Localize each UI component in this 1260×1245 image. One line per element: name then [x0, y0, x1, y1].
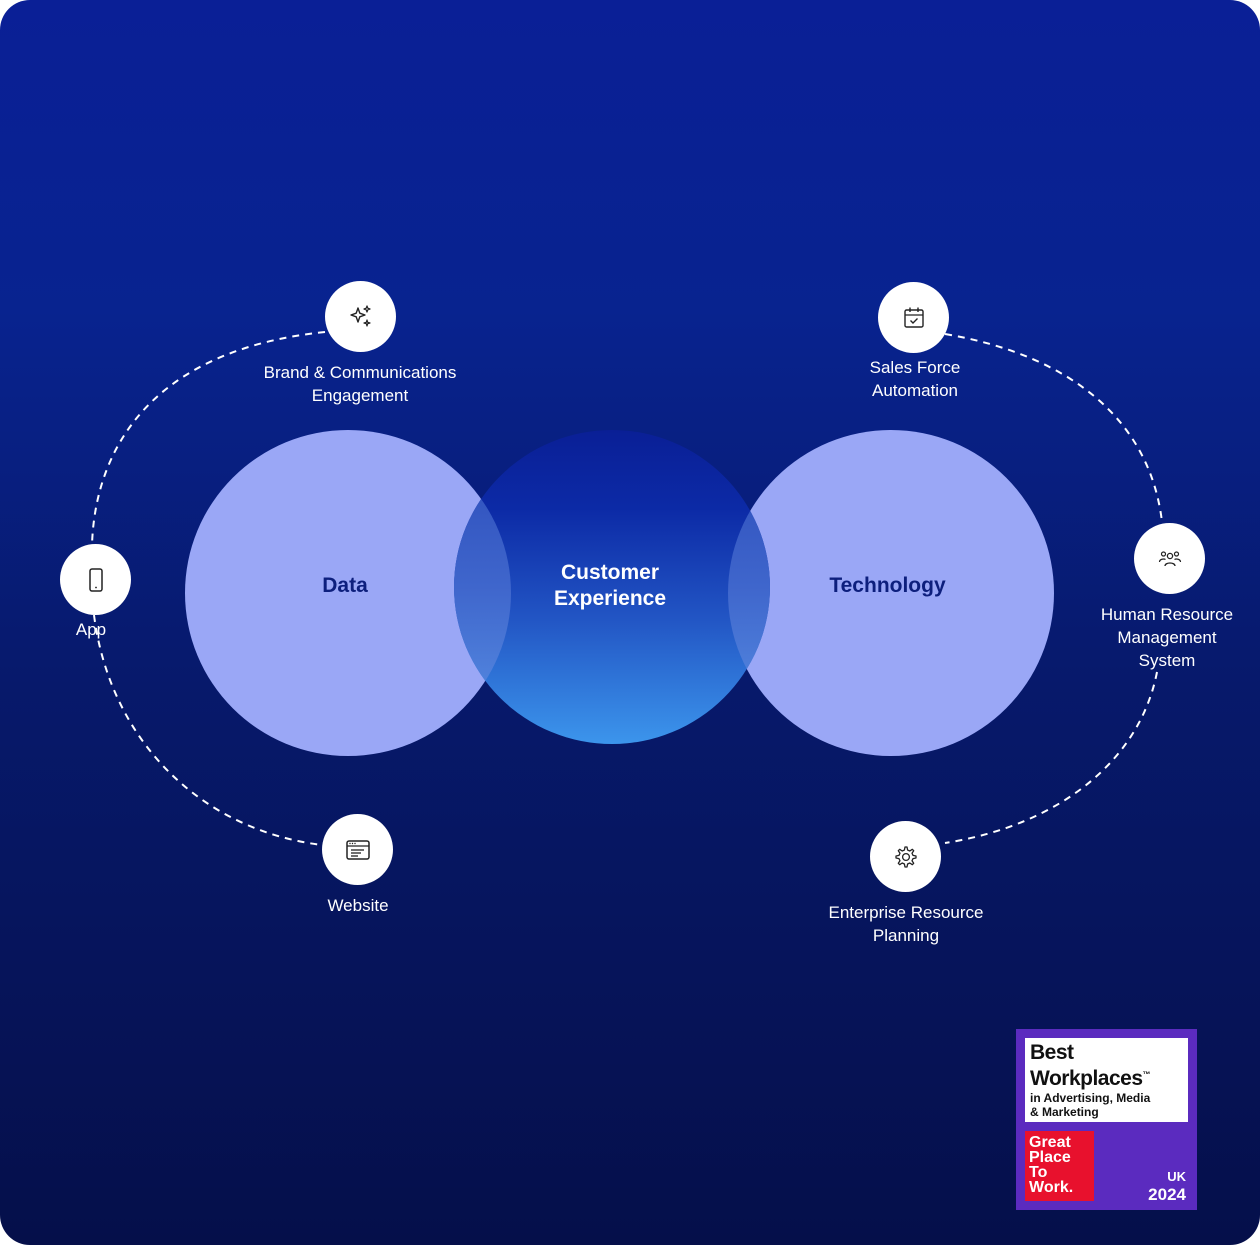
badge-workplaces-text: Workplaces	[1030, 1067, 1143, 1090]
data-label: Data	[322, 574, 368, 597]
gear-icon	[894, 845, 917, 868]
website-label: Website	[327, 896, 389, 915]
mobile-phone-icon	[88, 567, 103, 592]
technology-label: Technology	[829, 574, 946, 597]
great-place-to-work-logo: Great Place To Work.	[1025, 1131, 1094, 1201]
customer-experience-label: Customer Experience	[553, 561, 667, 610]
technology-circle	[728, 430, 1054, 756]
app-label: App	[75, 620, 107, 639]
badge-best-text: Best	[1030, 1041, 1074, 1064]
brand-communications-node[interactable]	[325, 281, 396, 352]
sales-force-label: Sales Force Automation	[869, 358, 961, 400]
best-workplaces-badge: Best Workplaces™ in Advertising, Media &…	[1016, 1029, 1197, 1210]
hrms-label: Human Resource Management System	[1100, 605, 1234, 670]
badge-workplaces-line: Workplaces™	[1030, 1064, 1188, 1090]
calendar-check-icon	[903, 307, 924, 328]
right-dashed-arc	[944, 333, 1163, 844]
people-group-icon	[1158, 550, 1181, 566]
hrms-node[interactable]	[1134, 523, 1205, 594]
badge-subtitle: in Advertising, Media & Marketing	[1030, 1091, 1151, 1119]
left-dashed-arc	[91, 331, 326, 846]
badge-trademark: ™	[1142, 1070, 1151, 1079]
app-node[interactable]	[60, 544, 131, 615]
badge-region: UK	[1167, 1169, 1186, 1184]
brand-communications-label: Brand & Communications Engagement	[263, 363, 457, 405]
sparkle-icon	[349, 304, 371, 327]
badge-title-panel: Best Workplaces™ in Advertising, Media &…	[1025, 1038, 1188, 1122]
sales-force-node[interactable]	[878, 282, 949, 353]
badge-year: 2024	[1148, 1185, 1186, 1204]
browser-window-icon	[345, 839, 370, 860]
erp-label: Enterprise Resource Planning	[828, 903, 984, 945]
website-node[interactable]	[322, 814, 393, 885]
erp-node[interactable]	[870, 821, 941, 892]
